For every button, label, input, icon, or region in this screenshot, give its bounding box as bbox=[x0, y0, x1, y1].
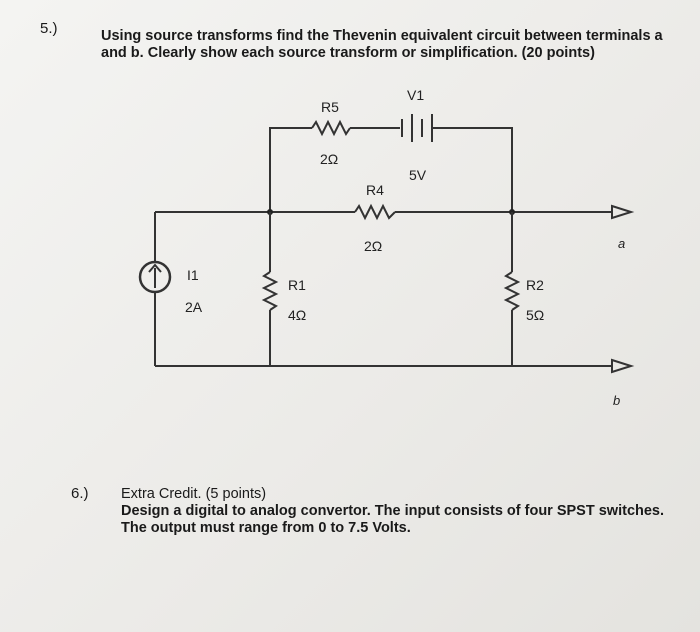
battery-v1-symbol bbox=[401, 114, 433, 142]
i1-value-label: 2A bbox=[185, 299, 203, 315]
v1-value-label: 5V bbox=[409, 167, 427, 183]
r2-value-label: 5Ω bbox=[526, 307, 544, 323]
resistor-r5-symbol bbox=[311, 119, 351, 137]
r2-name-label: R2 bbox=[526, 277, 544, 293]
question-5-text: Using source transforms find the Theveni… bbox=[101, 28, 691, 62]
question-6-line-1: Extra Credit. (5 points) bbox=[121, 486, 267, 502]
wire-top-right bbox=[432, 127, 513, 212]
r5-value-label: 2Ω bbox=[320, 151, 338, 167]
r5-name-label: R5 bbox=[321, 99, 339, 115]
question-5-line-1: Using source transforms find the Theveni… bbox=[101, 28, 663, 44]
r1-name-label: R1 bbox=[288, 277, 306, 293]
question-6-line-3: The output must range from 0 to 7.5 Volt… bbox=[121, 520, 411, 536]
terminal-b-label: b bbox=[613, 393, 620, 408]
terminal-a-label: a bbox=[618, 236, 625, 251]
question-6-text: Extra Credit. (5 points) Design a digita… bbox=[121, 486, 681, 537]
resistor-r2-symbol bbox=[503, 271, 521, 311]
question-6-line-2: Design a digital to analog convertor. Th… bbox=[121, 503, 665, 519]
question-5-number: 5.) bbox=[40, 20, 58, 37]
v1-name-label: V1 bbox=[407, 87, 424, 103]
i1-name-label: I1 bbox=[187, 267, 199, 283]
wire-top-left bbox=[269, 127, 312, 212]
question-6-number: 6.) bbox=[71, 485, 89, 502]
r4-name-label: R4 bbox=[366, 182, 384, 198]
terminal-a-arrow bbox=[611, 204, 635, 220]
resistor-r1-symbol bbox=[261, 271, 279, 311]
resistor-r4-symbol bbox=[354, 203, 396, 221]
question-5-line-2: and b. Clearly show each source transfor… bbox=[101, 45, 595, 61]
r4-value-label: 2Ω bbox=[364, 238, 382, 254]
r1-value-label: 4Ω bbox=[288, 307, 306, 323]
current-source-arrow bbox=[148, 263, 162, 288]
terminal-b-arrow bbox=[611, 358, 635, 374]
